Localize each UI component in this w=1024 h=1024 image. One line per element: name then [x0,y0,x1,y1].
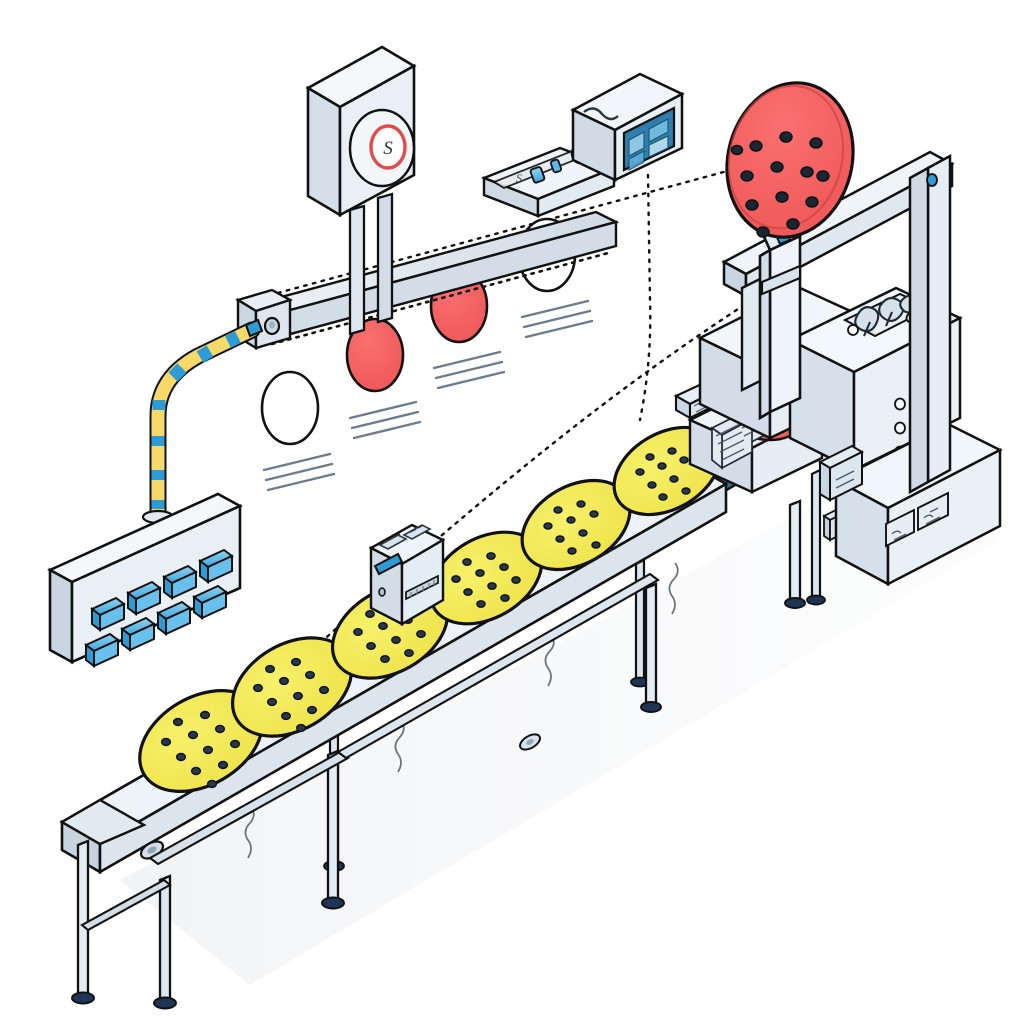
camera-lens-ring [369,124,407,170]
racket-handle [768,233,802,415]
conveyor-legs-front [71,499,806,1010]
disc-holes [252,657,330,733]
conveyor-leg [644,582,658,710]
hmi-screen-tiles [628,118,669,171]
backdrop-icon-oval-2 [345,317,422,440]
backdrop-text-lines-3 [432,350,506,390]
inline-inspection-unit[interactable] [368,523,446,627]
support-column-right-face [926,153,952,485]
conveyor-head-bracket [519,733,541,751]
hmi-signal-dotted-line [638,173,652,422]
leveling-foot [153,996,177,1010]
conveyor-end-roller-plate [59,798,147,846]
leveling-foot [640,701,662,713]
leveling-foot [784,597,806,609]
power-cable [141,318,264,525]
operator-buttons[interactable] [84,548,234,668]
gripper-pivot-left [847,324,859,336]
racket-face-holes [730,131,830,238]
leg-long-brace [336,572,660,760]
rail-indicator-1 [529,166,546,184]
inspection-indicator-dot [378,587,386,597]
camera-mount-post-right [376,192,394,324]
disc-holes [160,710,241,789]
cable-bands [151,331,241,509]
support-column-right-side [908,165,930,495]
leveling-foot [321,896,345,910]
disc-holes [543,500,601,555]
inspection-top-mechanism [378,524,432,550]
inspection-vent [405,574,439,601]
belt-side-bracket [817,444,865,502]
plinth-label-plates [885,491,949,548]
column-bolt-icon [926,173,938,187]
operator-button[interactable] [90,596,126,632]
rail-dotted-track [270,250,614,346]
rail-module-glyph-left: S [516,171,522,185]
operator-button[interactable] [126,580,162,616]
racket-blank-disc[interactable] [414,513,558,642]
backdrop-dotted-edge-top [250,165,744,302]
plinth-label-plate-left [885,508,915,548]
conveyor-leg [158,874,172,1006]
plinth-label-plate-right [917,491,949,532]
conveyor-leg [76,839,90,1001]
camera-mount-post-left [348,204,366,336]
operator-button[interactable] [198,548,234,584]
backdrop-text-lines-1 [262,452,336,492]
disc-group[interactable] [122,410,736,813]
vision-camera-housing[interactable]: S [305,45,417,336]
inspection-vent-slots [410,580,435,597]
finished-padel-racket[interactable] [711,69,869,421]
operator-button[interactable] [84,632,120,668]
cable-connector [244,318,264,338]
camera-lens-label: S [383,138,393,159]
racket-face-inner-ring [727,84,845,230]
hmi-display[interactable] [570,72,685,422]
operator-button[interactable] [120,616,156,652]
inspection-blue-chute [373,552,404,576]
floor-shadow [120,470,1000,985]
operator-button[interactable] [156,600,192,636]
rail-indicator-2 [549,158,563,174]
leveling-foot [71,991,95,1005]
backdrop-icon-oval-1 [260,370,336,492]
hmi-cable-clip [583,107,619,121]
disc-holes [451,552,521,608]
racket-grip-band [760,264,802,296]
operator-button[interactable] [162,564,198,600]
backdrop-text-lines-2 [348,400,422,440]
operator-button-panel[interactable] [47,492,243,668]
disc-holes [353,604,426,664]
backdrop-text-lines-4 [520,299,594,339]
conveyor-leg [326,749,340,906]
conveyor-panel-seams [244,562,679,859]
leveling-foot [806,594,826,606]
conveyor-leg [788,499,802,606]
disc-holes [635,447,691,501]
leg-cross-brace [80,878,172,932]
racket-face [725,81,855,239]
operator-button[interactable] [192,584,228,620]
racket-blank-disc[interactable] [506,462,645,588]
racket-blank-disc[interactable] [122,670,280,812]
